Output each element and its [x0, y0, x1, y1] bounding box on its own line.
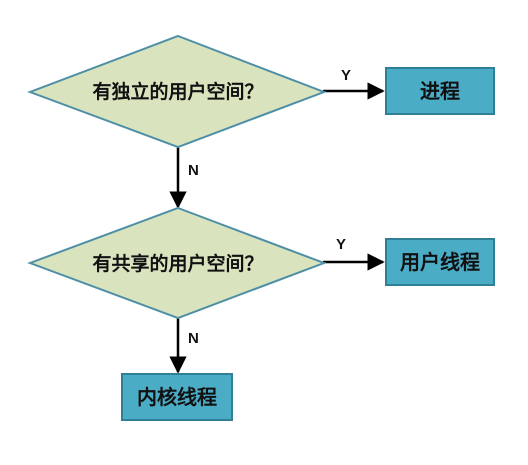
- edge-label-q2-r3: N: [188, 330, 199, 347]
- result-box: [385, 67, 495, 115]
- edges: Y N Y N: [169, 67, 385, 374]
- decision-diamond: [27, 206, 327, 320]
- result-label: 内核线程: [137, 385, 217, 409]
- result-process: 进程: [385, 67, 495, 115]
- result-user-thread: 用户线程: [385, 238, 495, 286]
- result-box: [121, 373, 233, 421]
- edge-label-q2-r2: Y: [336, 236, 346, 253]
- decision-label: 有独立的用户空间？: [92, 80, 263, 103]
- result-box: [385, 238, 495, 286]
- decision-label: 有共享的用户空间？: [92, 252, 263, 275]
- decision-independent-user-space: 有独立的用户空间？: [27, 34, 327, 149]
- edge-label-q1-r1: Y: [341, 67, 351, 84]
- result-kernel-thread: 内核线程: [121, 373, 233, 421]
- edge-label-q1-q2: N: [188, 162, 199, 179]
- result-label: 用户线程: [400, 250, 480, 274]
- result-label: 进程: [420, 79, 460, 103]
- decision-diamond: [27, 34, 327, 149]
- decision-shared-user-space: 有共享的用户空间？: [27, 206, 327, 320]
